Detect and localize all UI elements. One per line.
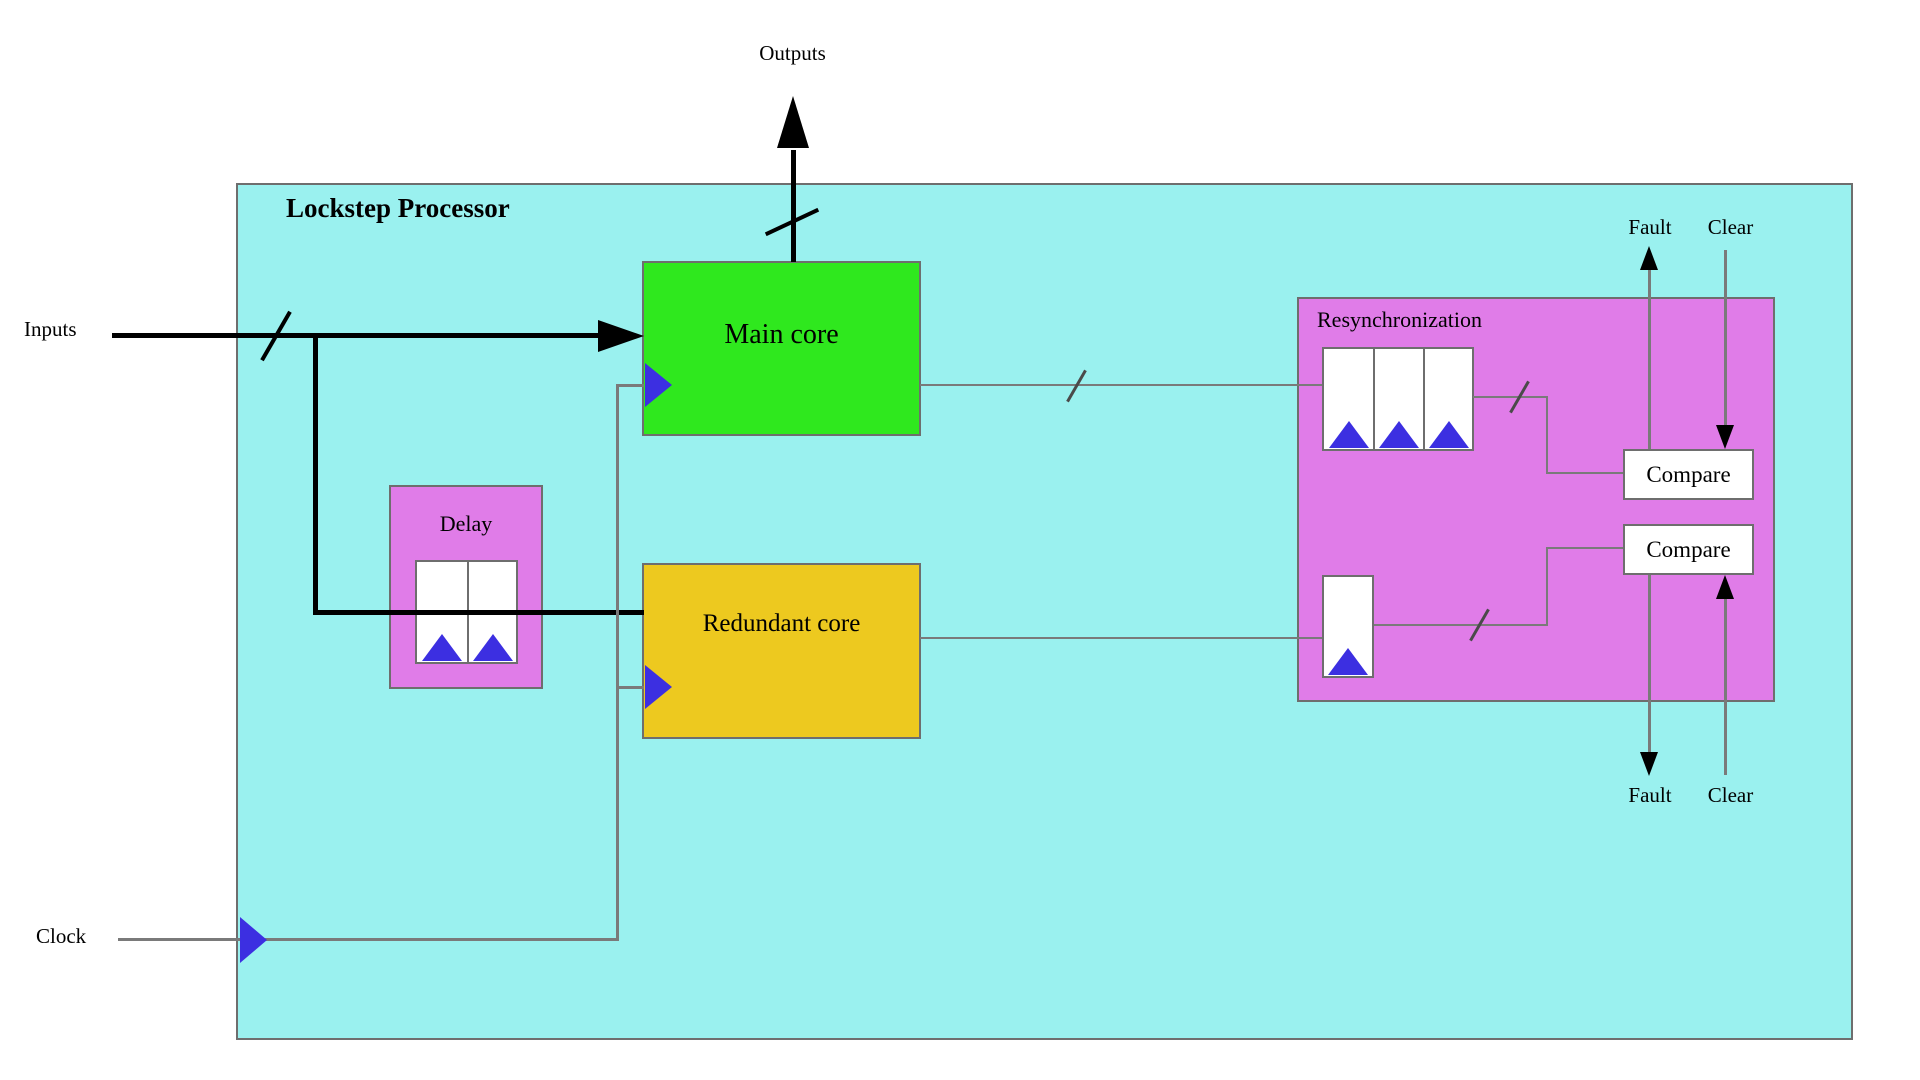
flipflop-clock-icon — [473, 634, 513, 661]
register-output-wire — [1546, 548, 1548, 626]
flipflop-clock-icon — [1329, 421, 1369, 448]
register-divider — [1373, 349, 1375, 449]
clock-to-main-core-wire — [616, 384, 644, 387]
inputs-wire — [112, 333, 600, 338]
register-to-compare-wire — [1546, 547, 1623, 549]
outputs-label: Outputs — [759, 41, 826, 65]
flipflop-clock-icon — [1328, 648, 1368, 675]
fault-bottom-arrowhead-icon — [1640, 752, 1658, 776]
clear-top-label: Clear — [1707, 215, 1754, 239]
redundant-core-block: Redundant core — [642, 563, 921, 739]
fault-bottom-wire — [1648, 575, 1651, 752]
redundant-core-output-wire — [920, 637, 1322, 639]
inputs-branch-vertical-wire — [313, 333, 318, 614]
fifo-to-compare-wire — [1546, 472, 1623, 474]
compare-bottom-block: Compare — [1623, 524, 1754, 575]
clock-label: Clock — [36, 924, 87, 948]
resync-single-register — [1322, 575, 1374, 678]
inputs-label: Inputs — [24, 317, 77, 341]
redundant-core-clock-triangle-icon — [645, 665, 672, 709]
main-core-clock-triangle-icon — [645, 363, 672, 407]
clock-entry-triangle-icon — [240, 917, 267, 963]
flipflop-clock-icon — [422, 634, 462, 661]
compare-top-block: Compare — [1623, 449, 1754, 500]
delay-label: Delay — [439, 511, 493, 536]
clear-top-wire — [1724, 250, 1727, 425]
fault-top-arrowhead-icon — [1640, 246, 1658, 270]
main-core-label: Main core — [724, 319, 839, 350]
resync-fifo-register — [1322, 347, 1474, 451]
outputs-arrowhead-icon — [777, 96, 809, 148]
clear-top-arrowhead-icon — [1716, 425, 1734, 449]
clock-trunk-wire — [616, 385, 619, 941]
fifo-output-wire — [1473, 396, 1548, 398]
clock-wire — [118, 938, 618, 941]
compare-top-label: Compare — [1646, 461, 1731, 487]
flipflop-clock-icon — [1429, 421, 1469, 448]
outputs-wire — [791, 150, 796, 262]
compare-bottom-label: Compare — [1646, 536, 1731, 562]
clear-bottom-wire — [1724, 598, 1727, 775]
fault-top-label: Fault — [1628, 215, 1672, 239]
register-divider — [1423, 349, 1425, 449]
clear-bottom-arrowhead-icon — [1716, 575, 1734, 599]
inputs-arrowhead-icon — [598, 320, 644, 352]
inputs-branch-to-delay-wire — [313, 610, 644, 615]
fault-bottom-label: Fault — [1628, 783, 1672, 807]
main-core-block: Main core — [642, 261, 921, 436]
redundant-core-label: Redundant core — [702, 610, 861, 637]
flipflop-clock-icon — [1379, 421, 1419, 448]
clear-bottom-label: Clear — [1707, 783, 1754, 807]
register-output-wire — [1374, 624, 1548, 626]
resynchronization-label: Resynchronization — [1317, 307, 1482, 332]
main-core-output-wire — [920, 384, 1322, 386]
fifo-output-wire — [1546, 396, 1548, 474]
fault-top-wire — [1648, 262, 1651, 449]
clock-to-redundant-core-wire — [616, 686, 644, 689]
diagram-title: Lockstep Processor — [286, 193, 510, 223]
